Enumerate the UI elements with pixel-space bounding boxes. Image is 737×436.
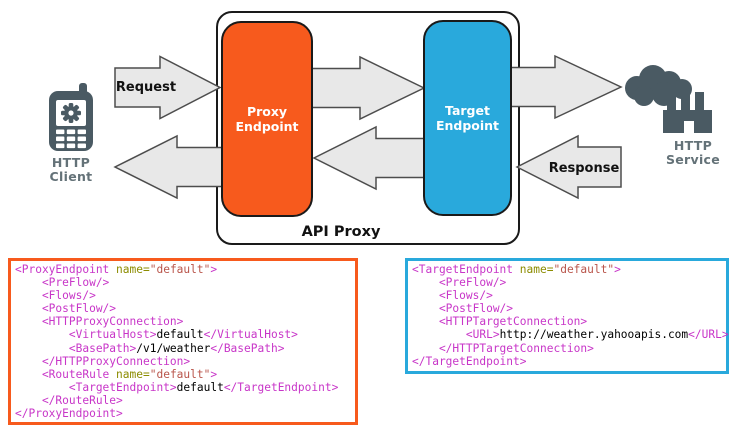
response-arrow [515, 134, 622, 200]
factory-door [684, 121, 694, 133]
target-endpoint-code-block: <TargetEndpoint name="default"> <PreFlow… [405, 258, 729, 374]
flow-arrows [113, 54, 623, 200]
api-proxy-label: API Proxy [301, 224, 381, 240]
response-label: Response [548, 161, 620, 176]
target-to-service-arrow [510, 54, 623, 120]
gear-icon [61, 103, 81, 123]
target-endpoint-label-line2: Endpoint [435, 118, 500, 133]
smoke-cloud [625, 65, 692, 106]
proxy-endpoint-box: Proxy Endpoint [221, 21, 313, 217]
phone-keypad [56, 129, 86, 149]
response-to-client-arrow [113, 134, 224, 200]
proxy-endpoint-code-block: <ProxyEndpoint name="default"> <PreFlow/… [8, 258, 358, 425]
http-service-label: HTTP Service [665, 138, 721, 167]
target-endpoint-label-line1: Target [445, 103, 490, 118]
proxy-endpoint-label-line2: Endpoint [235, 119, 299, 134]
request-arrow [114, 55, 222, 120]
http-client-label: HTTP Client [49, 155, 93, 184]
proxy-endpoint-label-line1: Proxy [246, 104, 288, 119]
mobile-phone-icon [49, 83, 93, 151]
proxy-to-target-arrow [311, 55, 426, 121]
factory-smoke-icon [625, 65, 712, 133]
request-label: Request [115, 80, 177, 95]
target-to-proxy-arrow [312, 125, 425, 191]
target-endpoint-box: Target Endpoint [423, 20, 512, 216]
